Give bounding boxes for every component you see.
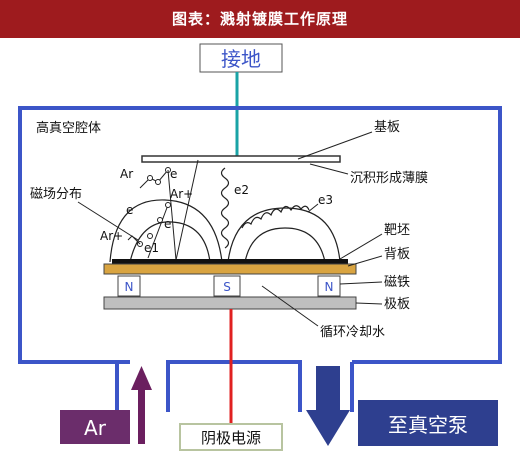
ar-ion-upper-label: Ar+ [170,187,193,201]
ar-inlet-arrow-shaft [138,388,145,444]
magnetic-field-leader [77,201,139,241]
particle-dot [157,217,163,223]
electron-e1-path [127,235,141,245]
magnetic-field-arc-left-inner [129,221,211,263]
magnet-center-label: S [223,280,231,294]
magnet-left [117,275,141,297]
electron-e2-label: e2 [234,183,249,197]
chamber-wall-left [18,106,240,364]
particle-dot [147,175,153,181]
pole-plate-label: 极板 [384,297,410,312]
electron-label-3: e [164,217,171,231]
electron-e3-loops [241,205,310,229]
ar-ion-left-label: Ar+ [100,229,123,243]
vacuum-pump-box [358,400,498,446]
electron-e2-spiral [220,167,230,249]
chamber-wall-right [240,106,502,364]
vacuum-pump-label: 至真空泵 [388,413,468,437]
ar-gas-label: Ar [84,416,107,440]
pump-arrow-shaft [316,366,340,412]
cooling-water-leader [261,285,319,327]
magnet-right-label: N [325,280,334,294]
particle-dot [165,202,171,208]
magnet-left-label: N [125,280,134,294]
pump-arrow-head [306,410,350,446]
target-leader [339,233,383,260]
target-layer [112,259,348,264]
ground-box [199,43,283,73]
magnet-label: 磁铁 [384,275,410,290]
substrate-label: 基板 [374,120,400,135]
electron-e1-label: e1 [144,241,159,255]
backing-plate-label: 背板 [384,247,410,262]
pole-plate [103,296,357,310]
electron-e3-label: e3 [318,193,333,207]
electron-label-1: e [170,167,177,181]
cooling-water-label: 循环冷却水 [320,325,385,340]
sputtered-atom-track [175,159,199,261]
backing-plate [103,263,357,275]
magnet-right [317,275,341,297]
pole-plate-leader [355,302,383,305]
ar-inlet-arrow-head [131,366,152,390]
electron-label-2: e [126,203,133,217]
deposition-leader [309,163,349,175]
ar-atom-path [139,169,169,189]
magnetic-field-label: 磁场分布 [30,187,82,202]
particle-dot [147,233,153,239]
magnetic-field-arc-right-outer [227,207,341,263]
chamber-inlet-right [166,360,302,412]
particle-dot [155,179,161,185]
magnetic-field-arc-left-outer [109,199,223,263]
magnetic-field-arc-right-inner [244,227,326,263]
ar-atom-label: Ar [120,167,133,181]
electron-e3-leader [307,203,319,213]
chamber-label: 高真空腔体 [36,120,101,136]
ion-track [167,169,177,261]
deposition-label: 沉积形成薄膜 [350,171,428,186]
cathode-power-box [179,423,283,451]
magnet-center [213,275,241,297]
ar-gas-box [60,410,130,444]
substrate-plate [141,155,341,163]
target-label: 靶坯 [384,223,410,238]
ground-label: 接地 [221,47,261,71]
magnet-leader [339,281,383,285]
substrate-leader [297,131,373,160]
backing-plate-leader [347,255,383,267]
cathode-power-label: 阴极电源 [201,429,261,447]
ion-track [147,204,169,259]
page-title: 图表：溅射镀膜工作原理 [0,0,520,38]
